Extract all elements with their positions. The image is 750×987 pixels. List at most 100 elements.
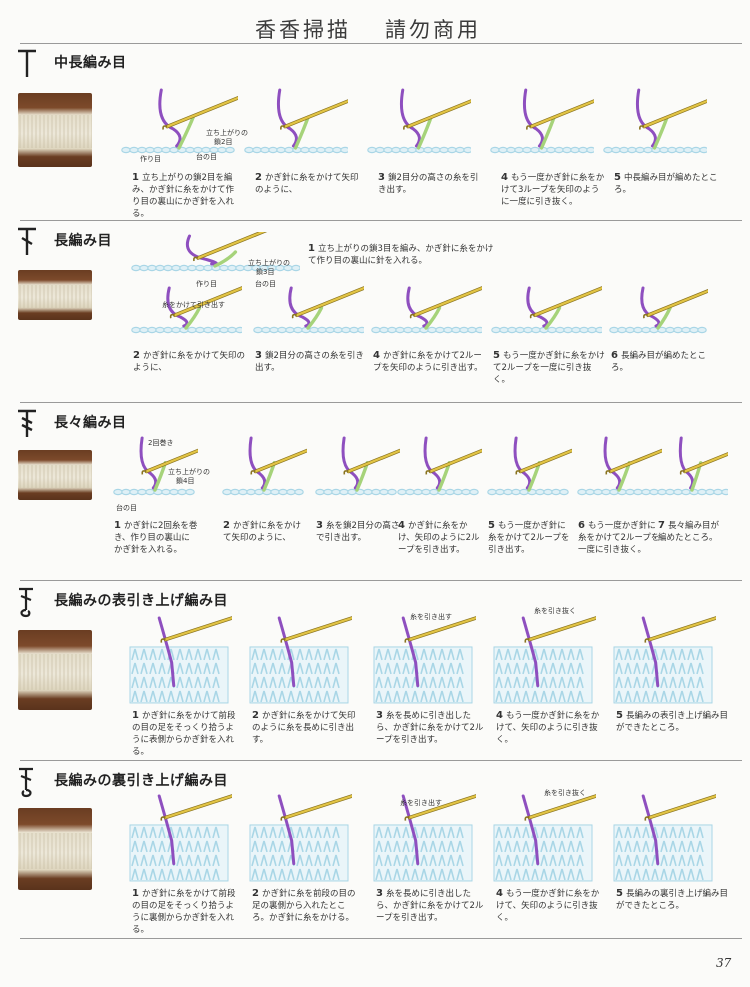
step-text: かぎ針に糸をかけて2ループを矢印のように引き出す。: [373, 351, 483, 373]
step-text: 糸を長めに引き出したら、かぎ針に糸をかけて2ループを引き出す。: [376, 711, 484, 745]
crochet-step-diagram: [131, 232, 300, 272]
diagram-label: 鎖2目: [214, 138, 233, 146]
step-illustration: [489, 86, 594, 164]
step-illustration: [372, 790, 476, 882]
section-title: 長編み目: [54, 233, 112, 249]
diagram-label: 作り目: [140, 155, 161, 163]
crochet-step-diagram: [487, 436, 572, 496]
page-number: 37: [716, 956, 732, 970]
step-number: 5: [616, 888, 623, 899]
step-text: 中長編み目が編めたところ。: [614, 173, 718, 195]
step-number: 3: [376, 710, 383, 721]
swatch-photo: [18, 450, 92, 500]
crochet-step-diagram: [657, 436, 728, 496]
step-number: 2: [252, 888, 259, 899]
diagram-label: 糸を引き出す: [400, 799, 442, 807]
step-illustration: [370, 284, 482, 344]
step-text: もう一度かぎ針に糸をかけて2ループを一度に引き抜く。: [578, 521, 660, 555]
section-divider: [20, 220, 742, 221]
step-illustration: [656, 434, 728, 506]
step-illustration: [120, 86, 238, 164]
step-number: 2: [223, 520, 230, 531]
step-illustration: [128, 612, 232, 704]
section-divider: [20, 402, 742, 403]
step-text: かぎ針に糸をかけて矢印のように、: [223, 521, 301, 543]
step-number: 4: [496, 710, 503, 721]
crochet-step-diagram: [315, 436, 400, 496]
double-crochet-symbol-icon: [18, 227, 36, 255]
step-text: かぎ針に糸をかけて矢印のように、: [133, 351, 245, 373]
step-number: 2: [133, 350, 140, 361]
crochet-step-diagram: [493, 616, 596, 704]
diagram-label: 台の目: [255, 280, 276, 288]
step-illustration: [492, 790, 596, 882]
step-text: もう一度かぎ針に糸をかけて、矢印のように引き抜く。: [496, 889, 600, 923]
crochet-step-diagram: [249, 616, 352, 704]
step-text: もう一度かぎ針に糸をかけて2ループを一度に引き抜く。: [493, 351, 605, 385]
crochet-step-diagram: [490, 88, 594, 154]
step-illustration: [492, 612, 596, 704]
swatch-photo: [18, 630, 92, 710]
crochet-step-diagram: [367, 88, 471, 154]
treble-crochet-symbol-icon: [18, 409, 36, 437]
step-illustration: [612, 612, 716, 704]
step-illustration: [612, 790, 716, 882]
top-rule: [20, 43, 742, 44]
swatch-photo: [18, 270, 92, 320]
crochet-step-diagram: [491, 286, 602, 334]
section-title: 中長編み目: [54, 55, 127, 71]
step-text: 長々編み目が編めたところ。: [658, 521, 719, 543]
step-illustration: [130, 232, 300, 282]
diagram-label: 立ち上がりの: [206, 129, 248, 137]
step-number: 4: [501, 172, 508, 183]
header-subtitle: 請勿商用: [385, 18, 481, 42]
step-number: 5: [493, 350, 500, 361]
step-text: かぎ針に2回糸を巻き、作り目の裏山にかぎ針を入れる。: [114, 521, 198, 555]
step-illustration: [243, 86, 348, 164]
diagram-label: 作り目: [196, 280, 217, 288]
step-text: かぎ針に糸をかけて前段の目の足をそっくり拾うように裏側からかぎ針を入れる。: [132, 889, 236, 935]
section-half-double-crochet: 中長編み目: [0, 48, 750, 220]
step-number: 3: [376, 888, 383, 899]
section-title: 長編みの表引き上げ編み目: [54, 593, 228, 609]
section-double-crochet: 長編み目: [0, 226, 750, 402]
back-post-dc-symbol-icon: [19, 767, 33, 798]
diagram-label: 糸を引き抜く: [544, 789, 586, 797]
crochet-step-diagram: [129, 794, 232, 882]
step-text: 長編みの表引き上げ編み目ができたところ。: [616, 711, 728, 733]
crochet-step-diagram: [249, 794, 352, 882]
crochet-step-diagram: [253, 286, 364, 334]
crochet-step-diagram: [131, 286, 242, 334]
section-title: 長々編み目: [54, 415, 127, 431]
step-text: もう一度かぎ針に糸をかけて3ループを矢印のように一度に引き抜く。: [501, 173, 605, 207]
step-illustration: [314, 434, 400, 506]
step-illustration: [112, 434, 198, 506]
section-back-post-dc: 長編みの裏引き上げ編み目: [0, 766, 750, 940]
crochet-step-diagram: [577, 436, 662, 496]
header-title: 香香掃描: [255, 18, 351, 42]
step-illustration: [486, 434, 572, 506]
page-header: 香香掃描 請勿商用: [255, 14, 515, 50]
step-number: 3: [378, 172, 385, 183]
